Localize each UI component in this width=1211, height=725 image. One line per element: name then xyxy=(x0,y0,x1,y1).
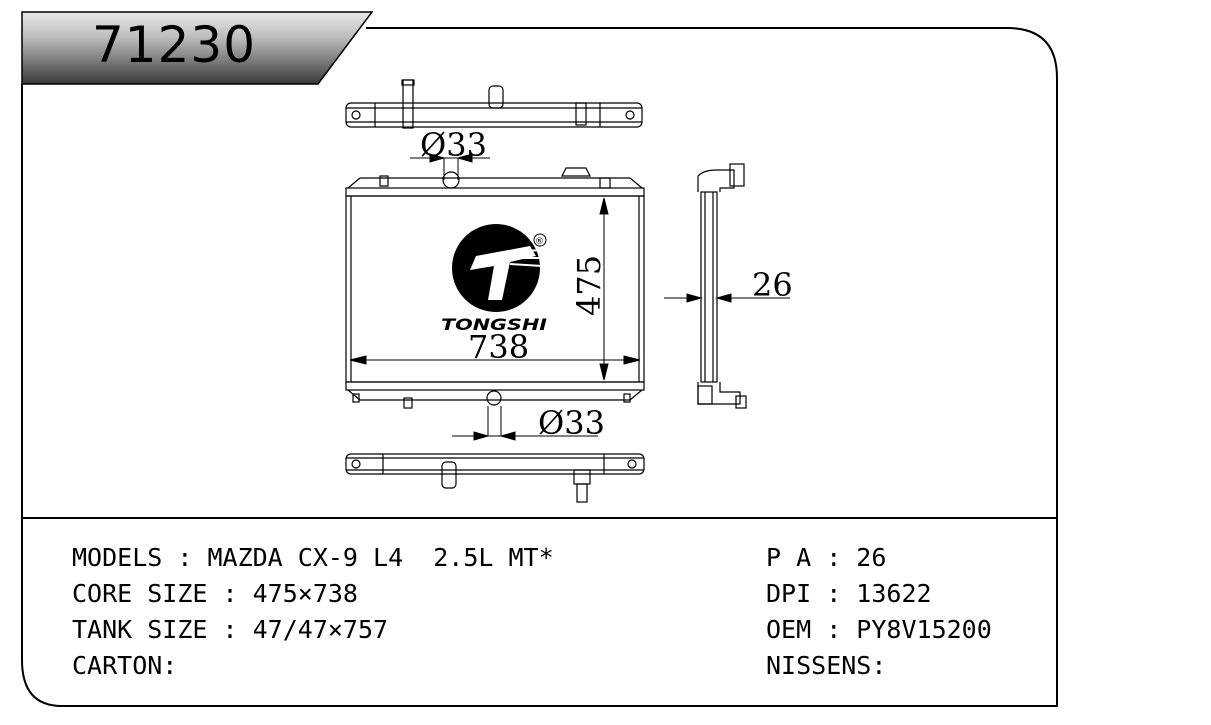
radiator-front-view xyxy=(345,167,645,409)
sheet-frame xyxy=(21,27,1058,707)
top-tank-view xyxy=(345,79,643,129)
bottom-tank-view xyxy=(345,453,645,503)
width-label: 738 xyxy=(468,328,529,366)
dpi-spec: DPI : 13622 xyxy=(766,579,932,608)
radiator-side-view xyxy=(697,163,747,409)
pa-spec: P A : 26 xyxy=(766,543,887,572)
part-number: 71230 xyxy=(92,16,257,74)
tongshi-logo: ® TONGSHI xyxy=(441,224,547,334)
spec-list-left: MODELS : MAZDA CX-9 L4 2.5L MT* CORE SIZ… xyxy=(72,540,554,684)
part-number-banner xyxy=(21,11,374,85)
outlet-diameter-label: Ø33 xyxy=(538,404,605,442)
width-dimension xyxy=(349,355,641,365)
height-dimension xyxy=(599,197,609,381)
inlet-diameter-dimension xyxy=(410,153,490,180)
registered-mark: ® xyxy=(535,237,544,247)
tank-size-spec: TANK SIZE : 47/47×757 xyxy=(72,615,389,644)
thickness-label: 26 xyxy=(752,266,793,304)
thickness-dimension xyxy=(664,293,790,303)
spec-list-right: P A : 26 DPI : 13622 OEM : PY8V15200 NIS… xyxy=(766,540,992,684)
models-spec: MODELS : MAZDA CX-9 L4 2.5L MT* xyxy=(72,543,554,572)
core-size-spec: CORE SIZE : 475×738 xyxy=(72,579,358,608)
nissens-spec: NISSENS: xyxy=(766,651,887,680)
oem-spec: OEM : PY8V15200 xyxy=(766,615,992,644)
brand-name: TONGSHI xyxy=(441,315,547,334)
inlet-diameter-label: Ø33 xyxy=(420,126,487,164)
outlet-diameter-dimension xyxy=(452,406,598,441)
height-label: 475 xyxy=(570,255,608,316)
carton-spec: CARTON: xyxy=(72,651,178,680)
